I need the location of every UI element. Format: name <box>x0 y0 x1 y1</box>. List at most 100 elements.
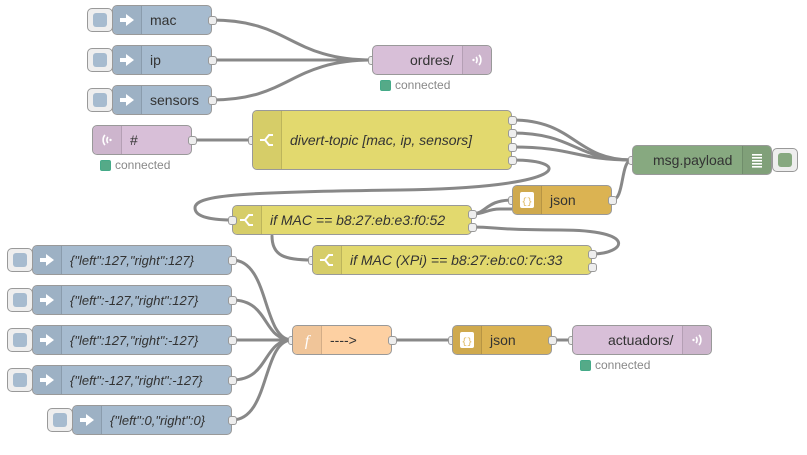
status-connected: connected <box>380 78 450 92</box>
arrow-in-icon <box>113 6 142 34</box>
inject-trigger-button[interactable] <box>7 248 33 272</box>
svg-text:{}: {} <box>462 337 473 347</box>
status-dot <box>380 79 391 91</box>
inject-node-sensors[interactable]: sensors <box>112 85 212 115</box>
output-port[interactable] <box>608 196 617 205</box>
arrow-in-icon <box>73 406 102 434</box>
output-port[interactable] <box>508 129 517 138</box>
inject-node-mac[interactable]: mac <box>112 5 212 35</box>
status-connected: connected <box>100 158 170 172</box>
status-dot <box>100 159 111 171</box>
node-label: ip <box>150 52 161 68</box>
node-label: ordres/ <box>410 52 454 68</box>
output-port[interactable] <box>468 223 477 232</box>
inject-node-backward[interactable]: {"left":-127,"right":-127} <box>32 365 232 395</box>
arrow-in-icon <box>33 326 62 354</box>
inject-trigger-button[interactable] <box>87 48 113 72</box>
switch-node-divert-topic[interactable]: divert-topic [mac, ip, sensors] <box>252 110 512 170</box>
inject-trigger-button[interactable] <box>7 368 33 392</box>
output-port[interactable] <box>228 416 237 425</box>
switch-node-if-mac-xpi[interactable]: if MAC (XPi) == b8:27:eb:c0:7c:33 <box>312 245 592 275</box>
output-port[interactable] <box>208 56 217 65</box>
output-port[interactable] <box>468 210 477 219</box>
wire <box>210 18 374 62</box>
json-node[interactable]: {} json <box>452 325 552 355</box>
wire <box>230 338 294 422</box>
inject-trigger-button[interactable] <box>87 8 113 32</box>
output-port[interactable] <box>508 116 517 125</box>
output-port[interactable] <box>208 16 217 25</box>
radio-waves-icon <box>93 126 122 154</box>
debug-node-msg-payload[interactable]: msg.payload <box>632 145 772 175</box>
status-dot <box>580 359 591 371</box>
wire <box>230 298 294 342</box>
braces-icon: {} <box>453 326 482 354</box>
json-node[interactable]: {} json <box>512 185 612 215</box>
input-port[interactable] <box>228 216 237 225</box>
mqtt-out-node-ordres[interactable]: ordres/ <box>372 45 492 75</box>
output-port[interactable] <box>228 336 237 345</box>
node-label: sensors <box>150 92 200 108</box>
wire <box>610 158 634 202</box>
output-port[interactable] <box>508 143 517 152</box>
node-label: json <box>550 192 576 208</box>
node-label: actuadors/ <box>608 332 674 348</box>
switch-fork-icon <box>233 206 262 234</box>
output-port[interactable] <box>188 136 197 145</box>
inject-trigger-button[interactable] <box>7 328 33 352</box>
output-port[interactable] <box>548 336 557 345</box>
mqtt-out-node-actuadors[interactable]: actuadors/ <box>572 325 712 355</box>
arrow-in-icon <box>113 86 142 114</box>
node-label: {"left":127,"right":127} <box>70 252 194 268</box>
inject-trigger-button[interactable] <box>47 408 73 432</box>
arrow-in-icon <box>33 246 62 274</box>
radio-waves-icon <box>462 46 491 74</box>
inject-node-turn-left[interactable]: {"left":-127,"right":127} <box>32 285 232 315</box>
output-port[interactable] <box>228 256 237 265</box>
node-label: msg.payload <box>653 152 733 168</box>
node-label: {"left":-127,"right":127} <box>70 292 199 308</box>
status-text: connected <box>115 158 171 172</box>
function-node[interactable]: f ----> <box>292 325 392 355</box>
mqtt-in-node-hash[interactable]: # <box>92 125 192 155</box>
node-label: if MAC == b8:27:eb:e3:f0:52 <box>270 212 446 228</box>
radio-waves-icon <box>682 326 711 354</box>
node-label: if MAC (XPi) == b8:27:eb:c0:7c:33 <box>350 252 563 268</box>
node-label: {"left":-127,"right":-127} <box>70 372 203 388</box>
status-text: connected <box>595 358 651 372</box>
node-label: ----> <box>330 332 357 348</box>
debug-toggle-button[interactable] <box>772 148 798 172</box>
wire <box>510 145 634 162</box>
inject-trigger-button[interactable] <box>87 88 113 112</box>
inject-node-turn-right[interactable]: {"left":127,"right":-127} <box>32 325 232 355</box>
output-port[interactable] <box>388 336 397 345</box>
output-port[interactable] <box>228 296 237 305</box>
status-connected: connected <box>580 358 650 372</box>
arrow-in-icon <box>33 366 62 394</box>
function-f-icon: f <box>293 326 322 354</box>
switch-node-if-mac[interactable]: if MAC == b8:27:eb:e3:f0:52 <box>232 205 472 235</box>
output-port[interactable] <box>588 250 597 259</box>
node-label: # <box>130 132 138 148</box>
wire <box>470 198 514 216</box>
svg-text:f: f <box>305 333 312 349</box>
arrow-in-icon <box>33 286 62 314</box>
output-port[interactable] <box>588 263 597 272</box>
node-label: {"left":127,"right":-127} <box>70 332 199 348</box>
node-label: json <box>490 332 516 348</box>
output-port[interactable] <box>228 376 237 385</box>
inject-trigger-button[interactable] <box>7 288 33 312</box>
node-label: divert-topic [mac, ip, sensors] <box>290 132 473 148</box>
node-label: {"left":0,"right":0} <box>110 412 206 428</box>
wire <box>470 225 620 256</box>
arrow-in-icon <box>113 46 142 74</box>
wire <box>193 158 551 222</box>
inject-node-forward[interactable]: {"left":127,"right":127} <box>32 245 232 275</box>
inject-node-ip[interactable]: ip <box>112 45 212 75</box>
output-port[interactable] <box>508 156 517 165</box>
inject-node-stop[interactable]: {"left":0,"right":0} <box>72 405 232 435</box>
switch-fork-icon <box>253 111 282 169</box>
braces-icon: {} <box>513 186 542 214</box>
output-port[interactable] <box>208 96 217 105</box>
node-label: mac <box>150 12 177 28</box>
